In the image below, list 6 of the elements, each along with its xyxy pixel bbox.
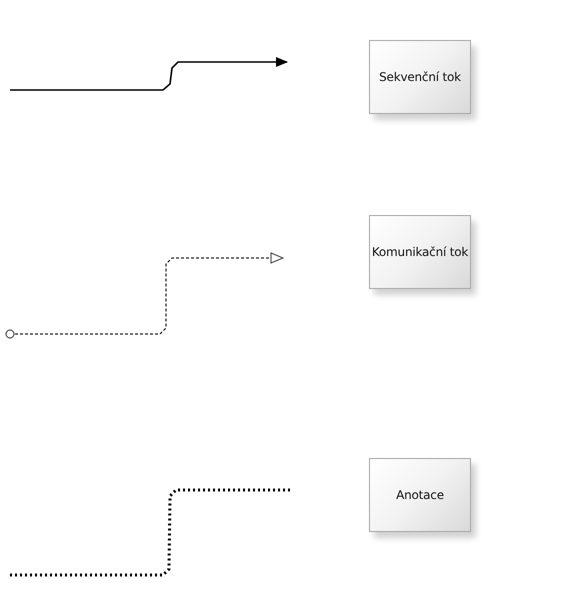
legend-box: [369, 40, 471, 114]
legend-box: [369, 215, 471, 289]
legend-box: [369, 458, 471, 532]
box-label: Anotace: [396, 488, 444, 502]
box-label: Komunikační tok: [372, 245, 468, 259]
box-label: Sekvenční tok: [379, 70, 461, 84]
